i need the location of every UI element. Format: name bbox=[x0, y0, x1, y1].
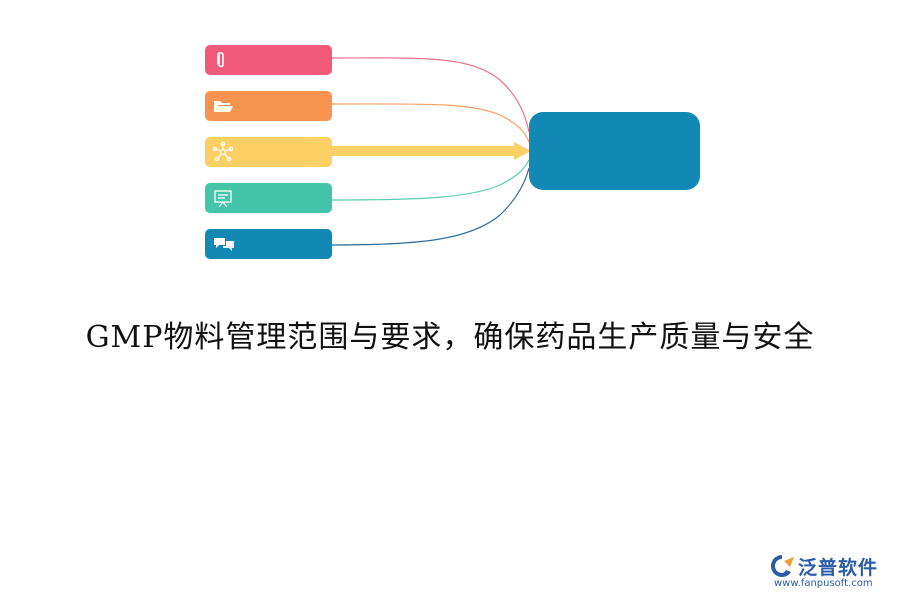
brand-logo: 泛普软件 www.fanpusoft.com bbox=[768, 553, 893, 595]
logo-name: 泛普软件 bbox=[798, 557, 879, 579]
item-network bbox=[205, 137, 332, 167]
connector-line-2 bbox=[331, 103, 530, 143]
item-presentation bbox=[205, 183, 332, 213]
chat-bubbles-icon bbox=[214, 238, 234, 251]
presentation-board-icon bbox=[214, 190, 232, 208]
logo-mark-icon bbox=[771, 555, 794, 577]
network-icon bbox=[212, 141, 234, 162]
connector-line-5 bbox=[331, 167, 530, 246]
diagram-title: GMP物料管理范围与要求，确保药品生产质量与安全 bbox=[85, 320, 815, 355]
connector-line-4 bbox=[331, 159, 530, 201]
paperclip-icon bbox=[217, 51, 224, 68]
folder-open-icon bbox=[214, 101, 233, 112]
connector-line-1 bbox=[331, 57, 530, 133]
item-chat bbox=[205, 229, 332, 259]
logo-url: www.fanpusoft.com bbox=[774, 578, 873, 589]
connector-arrowhead bbox=[514, 142, 531, 160]
target-node bbox=[529, 112, 700, 190]
item-folder bbox=[205, 91, 332, 121]
item-paperclip bbox=[205, 45, 332, 75]
